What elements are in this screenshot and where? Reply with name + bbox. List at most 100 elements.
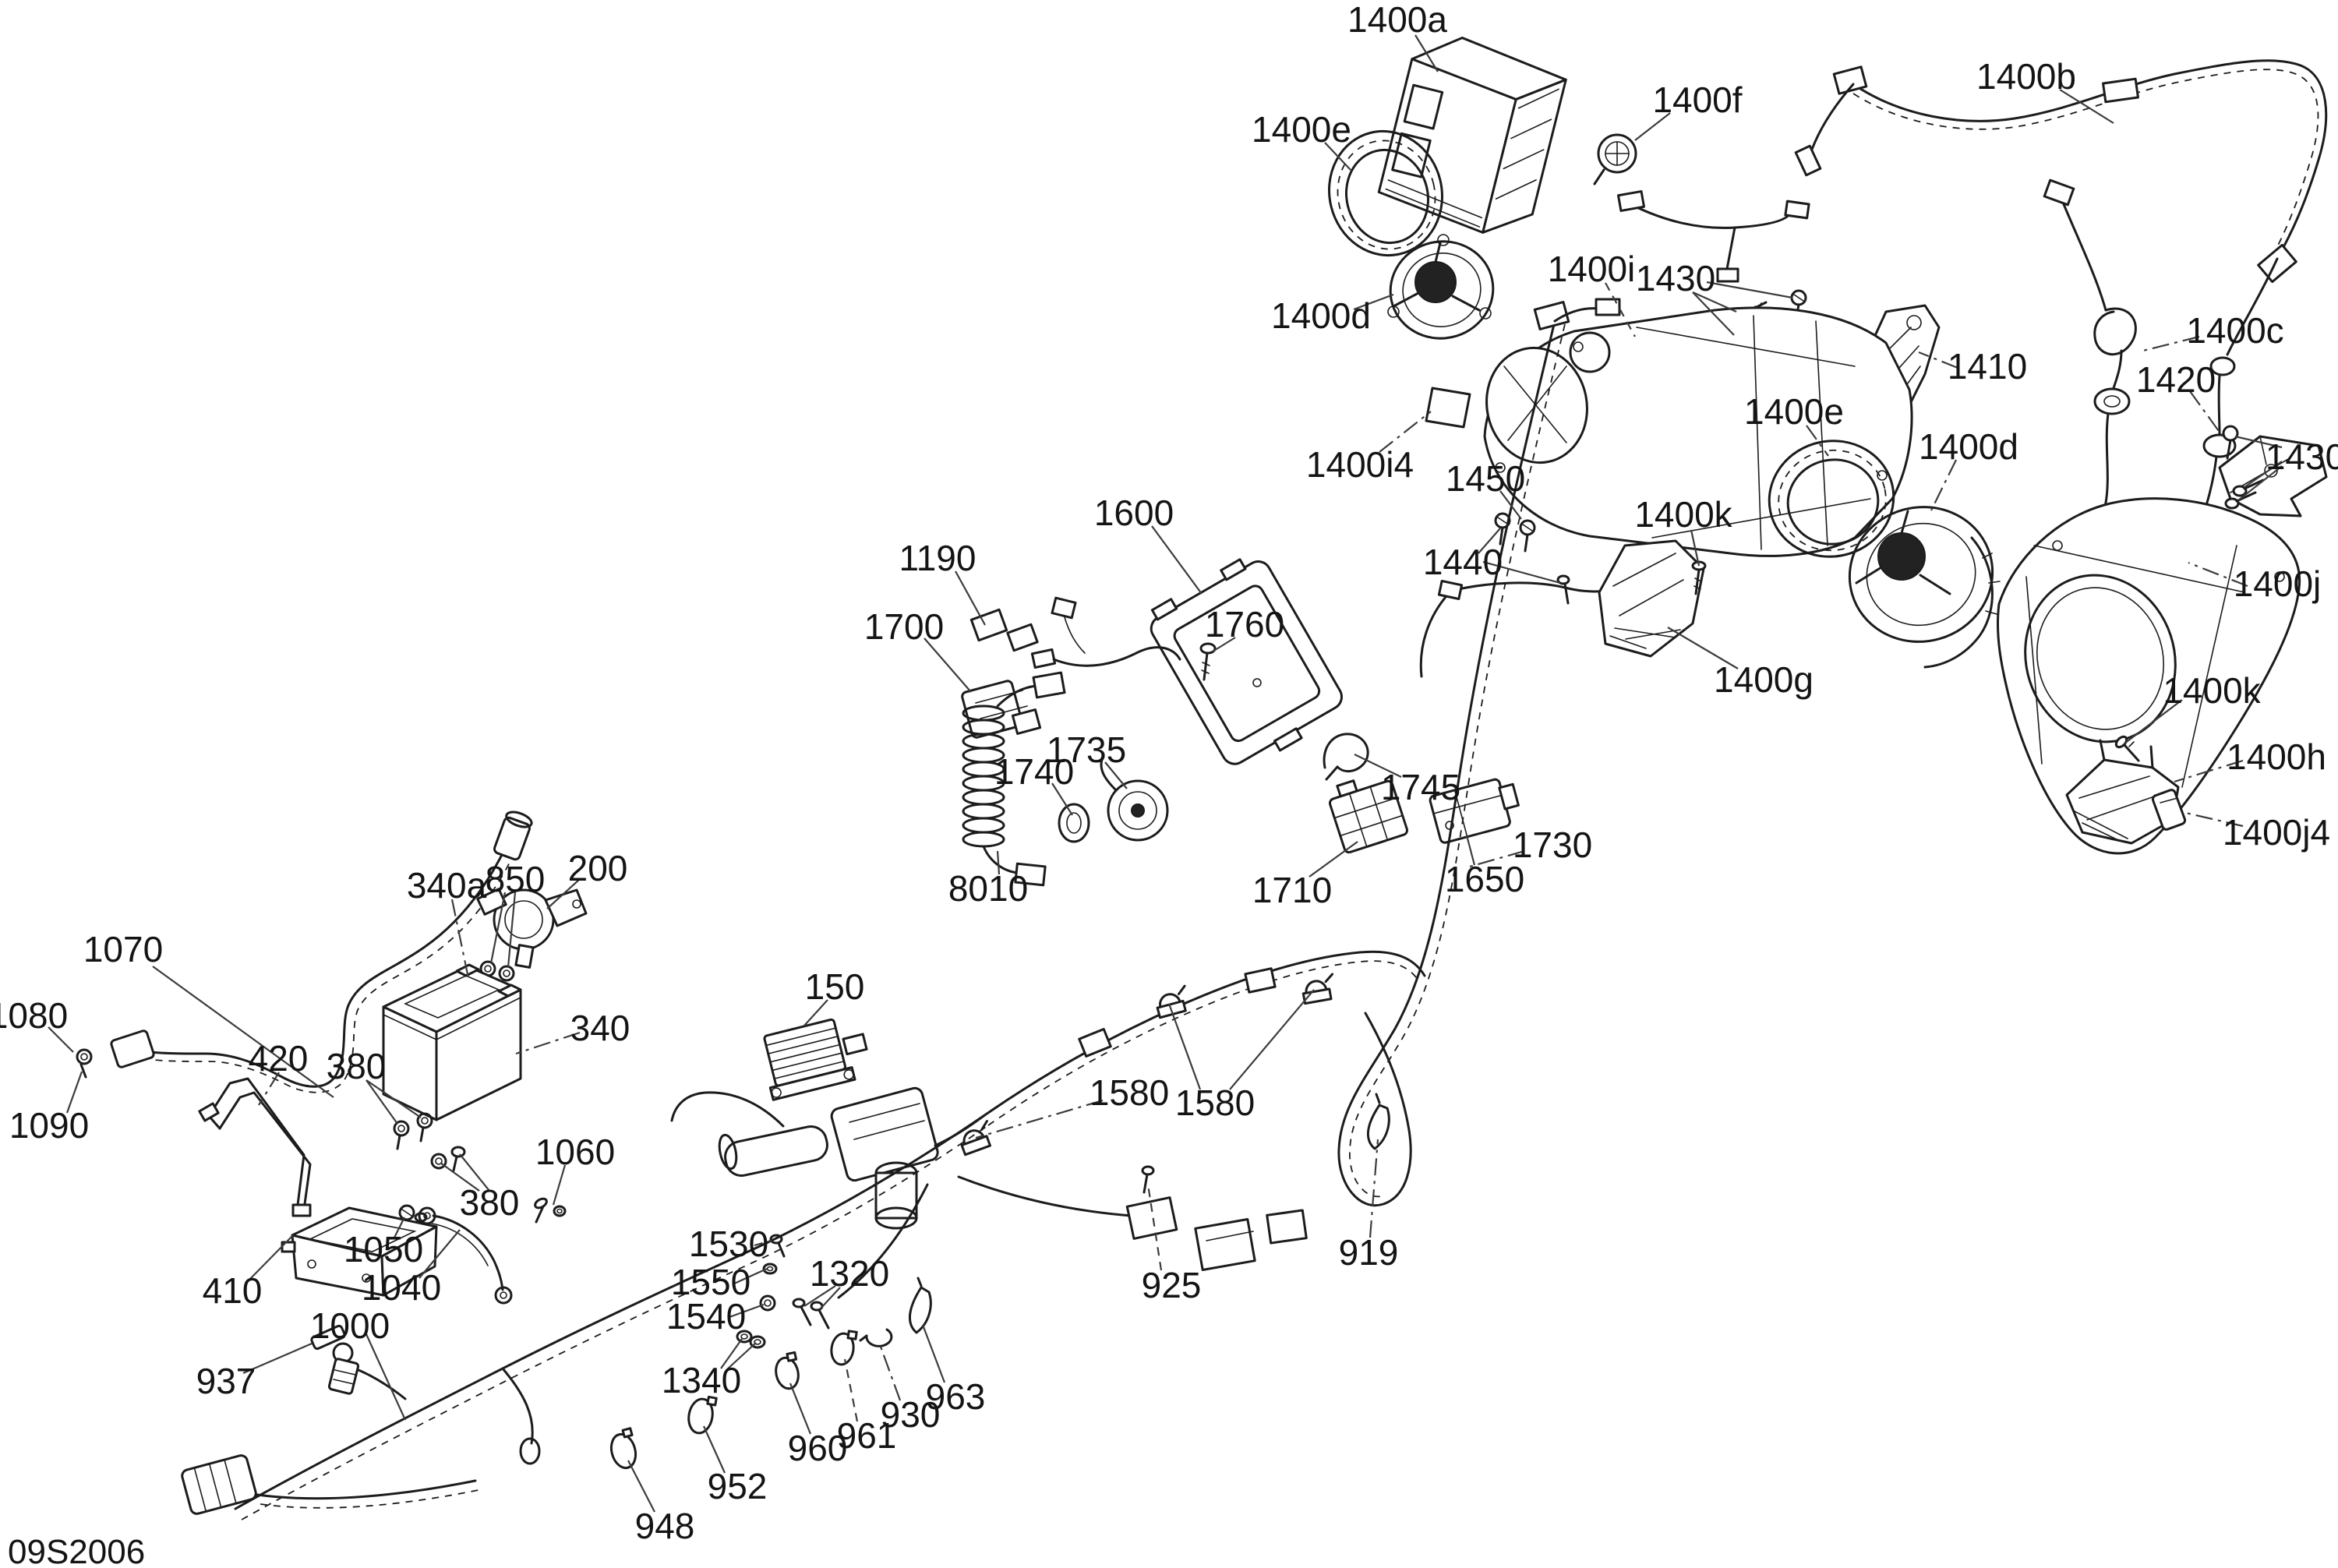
leader-1430-10 [2237, 465, 2283, 501]
part-horn-1735 [1100, 758, 1169, 842]
part-regulator-150 [763, 1018, 868, 1101]
part-label-410-46: 410 [203, 1270, 263, 1311]
leader-1540-52 [729, 1303, 765, 1319]
leader-850-37 [507, 892, 517, 968]
part-label-150-49: 150 [805, 966, 865, 1007]
part-gauge-bezel-right [1768, 440, 1895, 558]
leader-1740-25 [1051, 782, 1073, 816]
part-clamp-948 [609, 1427, 637, 1470]
leader-410-46 [249, 1234, 294, 1280]
leader-1580-55 [975, 1099, 1104, 1139]
leader-1400e-11 [1806, 425, 1829, 457]
leader-960-59 [789, 1383, 812, 1435]
part-gauge-speaker-right [1848, 506, 2001, 669]
part-clamp-1580-b [1301, 973, 1334, 1005]
leader-1400f-2 [1634, 112, 1671, 141]
part-harness-upper-run [982, 950, 1426, 1126]
part-label-380-41: 380 [327, 1046, 387, 1086]
part-handlebar-cluster [670, 1086, 1308, 1299]
part-fasteners-380 [393, 1112, 466, 1172]
part-label-1650-30: 1650 [1445, 859, 1524, 899]
leader-1400d-4 [1353, 293, 1394, 311]
leader-1410-7 [1918, 351, 1958, 369]
leader-150-49 [803, 999, 828, 1026]
part-clamp-952 [687, 1395, 718, 1435]
part-label-1000-47: 1000 [310, 1305, 390, 1346]
part-tie-919 [1366, 1093, 1390, 1150]
part-label-8010-28: 8010 [948, 868, 1028, 909]
leader-1060-43 [552, 1164, 567, 1206]
part-label-1710-29: 1710 [1252, 870, 1332, 910]
part-label-1400g-15: 1400g [1714, 659, 1814, 700]
part-label-1760-27: 1760 [1205, 604, 1284, 645]
diagram-artwork [76, 37, 2328, 1520]
part-label-1450-17: 1450 [1446, 458, 1525, 499]
part-pin-925 [1141, 1165, 1155, 1194]
part-label-1530-50: 1530 [689, 1224, 768, 1264]
leader-1440-16 [1482, 560, 1561, 584]
part-label-1745-31: 1745 [1381, 767, 1460, 807]
leader-1430-6 [1706, 281, 1793, 299]
part-socket-937 [310, 1324, 360, 1395]
part-washer-1740 [1058, 803, 1090, 843]
leader-380-42 [440, 1162, 480, 1192]
leader-1440-16 [1478, 528, 1501, 554]
part-label-1320-53: 1320 [810, 1253, 889, 1294]
leader-963-62 [921, 1324, 946, 1383]
part-label-1340-54: 1340 [662, 1360, 741, 1400]
leader-340a-36 [450, 899, 470, 979]
part-label-200-38: 200 [568, 848, 628, 888]
leader-1580-56 [1229, 989, 1315, 1090]
part-lamp-1400g [1598, 539, 1705, 658]
leader-8010-28 [996, 850, 1001, 875]
part-label-1600-22: 1600 [1094, 493, 1174, 533]
leader-1070-33 [152, 966, 334, 1098]
leader-1400k-19 [2124, 699, 2183, 744]
part-screws-1450-1440 [1494, 512, 1570, 605]
part-label-340a-36: 340a [407, 865, 487, 906]
leader-1040-45 [419, 1229, 461, 1279]
leader-948-64 [627, 1460, 655, 1513]
part-label-1730-32: 1730 [1513, 825, 1592, 865]
part-label-1420-9: 1420 [2136, 359, 2216, 400]
leader-420-40 [258, 1072, 280, 1106]
part-tie-963 [908, 1277, 932, 1334]
leader-1400c-8 [2142, 335, 2200, 352]
leader-850-37 [489, 892, 507, 964]
part-label-1400d-12: 1400d [1919, 426, 2018, 467]
part-coil-cord-8010 [962, 671, 1066, 887]
leader-lines [48, 34, 2283, 1513]
leader-1735-26 [1104, 761, 1128, 789]
leader-1430-10 [2234, 435, 2283, 449]
part-label-1400a-0: 1400a [1347, 0, 1447, 40]
leader-1700-24 [924, 637, 972, 693]
leader-340-39 [515, 1031, 581, 1055]
leader-1080-34 [48, 1026, 74, 1053]
part-clip-930 [859, 1328, 893, 1347]
leader-919-58 [1369, 1139, 1379, 1238]
leader-1400e-1 [1324, 142, 1351, 171]
part-label-850-37: 850 [486, 859, 546, 899]
part-clamp-960 [775, 1351, 800, 1390]
leader-1340-54 [726, 1342, 757, 1371]
part-fasteners-steering [736, 1234, 830, 1349]
part-label-1400d-4: 1400d [1271, 295, 1371, 336]
part-battery-340 [382, 963, 522, 1121]
part-clip-1745 [1323, 733, 1369, 781]
part-gauge-bezel-top [1328, 129, 1443, 257]
leader-1430-6 [1692, 291, 1735, 336]
part-label-1430-6: 1430 [1636, 258, 1715, 298]
part-label-1400c-8: 1400c [2186, 310, 2283, 351]
part-label-1540-52: 1540 [666, 1296, 746, 1337]
part-connectors-1190 [969, 596, 1181, 669]
part-label-1090-35: 1090 [9, 1105, 89, 1146]
part-label-1060-43: 1060 [535, 1132, 615, 1172]
leader-1430-10 [2244, 461, 2283, 488]
part-label-952-63: 952 [708, 1466, 768, 1506]
part-label-1400k-14: 1400k [1634, 494, 1732, 535]
part-label-1440-16: 1440 [1423, 542, 1503, 582]
part-label-930-61: 930 [881, 1394, 941, 1435]
leader-1650-30 [1465, 835, 1476, 866]
leader-961-60 [843, 1358, 859, 1422]
